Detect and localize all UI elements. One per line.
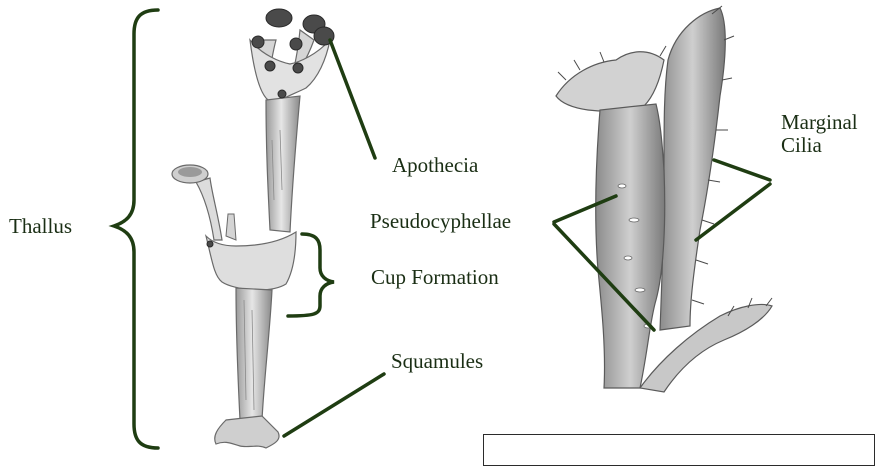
- thallus-label: Thallus: [9, 215, 72, 237]
- squamules-leader: [284, 374, 384, 436]
- cup-formation-label: Cup Formation: [371, 266, 499, 288]
- inset-frame: [483, 434, 875, 466]
- apothecia-leader: [330, 40, 375, 158]
- detail-stem: [596, 104, 665, 388]
- lichen-podetium-drawing: [172, 9, 334, 448]
- right-lobe: [660, 8, 725, 330]
- marginal-cilia-label-line2: Cilia: [781, 134, 822, 156]
- cup-formation-body: [206, 232, 296, 290]
- side-branch: [196, 178, 222, 240]
- marginal-cilia-label-line1: Marginal: [781, 111, 858, 133]
- squamules-drawing: [215, 416, 279, 448]
- podetium-closeup-drawing: [556, 6, 772, 392]
- pseudocyphellae-label: Pseudocyphellae: [370, 210, 511, 232]
- apothecia-label: Apothecia: [392, 154, 478, 176]
- squamules-label: Squamules: [391, 350, 483, 372]
- detail-base: [640, 304, 772, 392]
- upper-stem: [266, 96, 300, 232]
- marginal-cilia-leader-1: [714, 160, 770, 180]
- left-cup-lobe: [556, 52, 664, 111]
- thallus-brace: [114, 10, 158, 448]
